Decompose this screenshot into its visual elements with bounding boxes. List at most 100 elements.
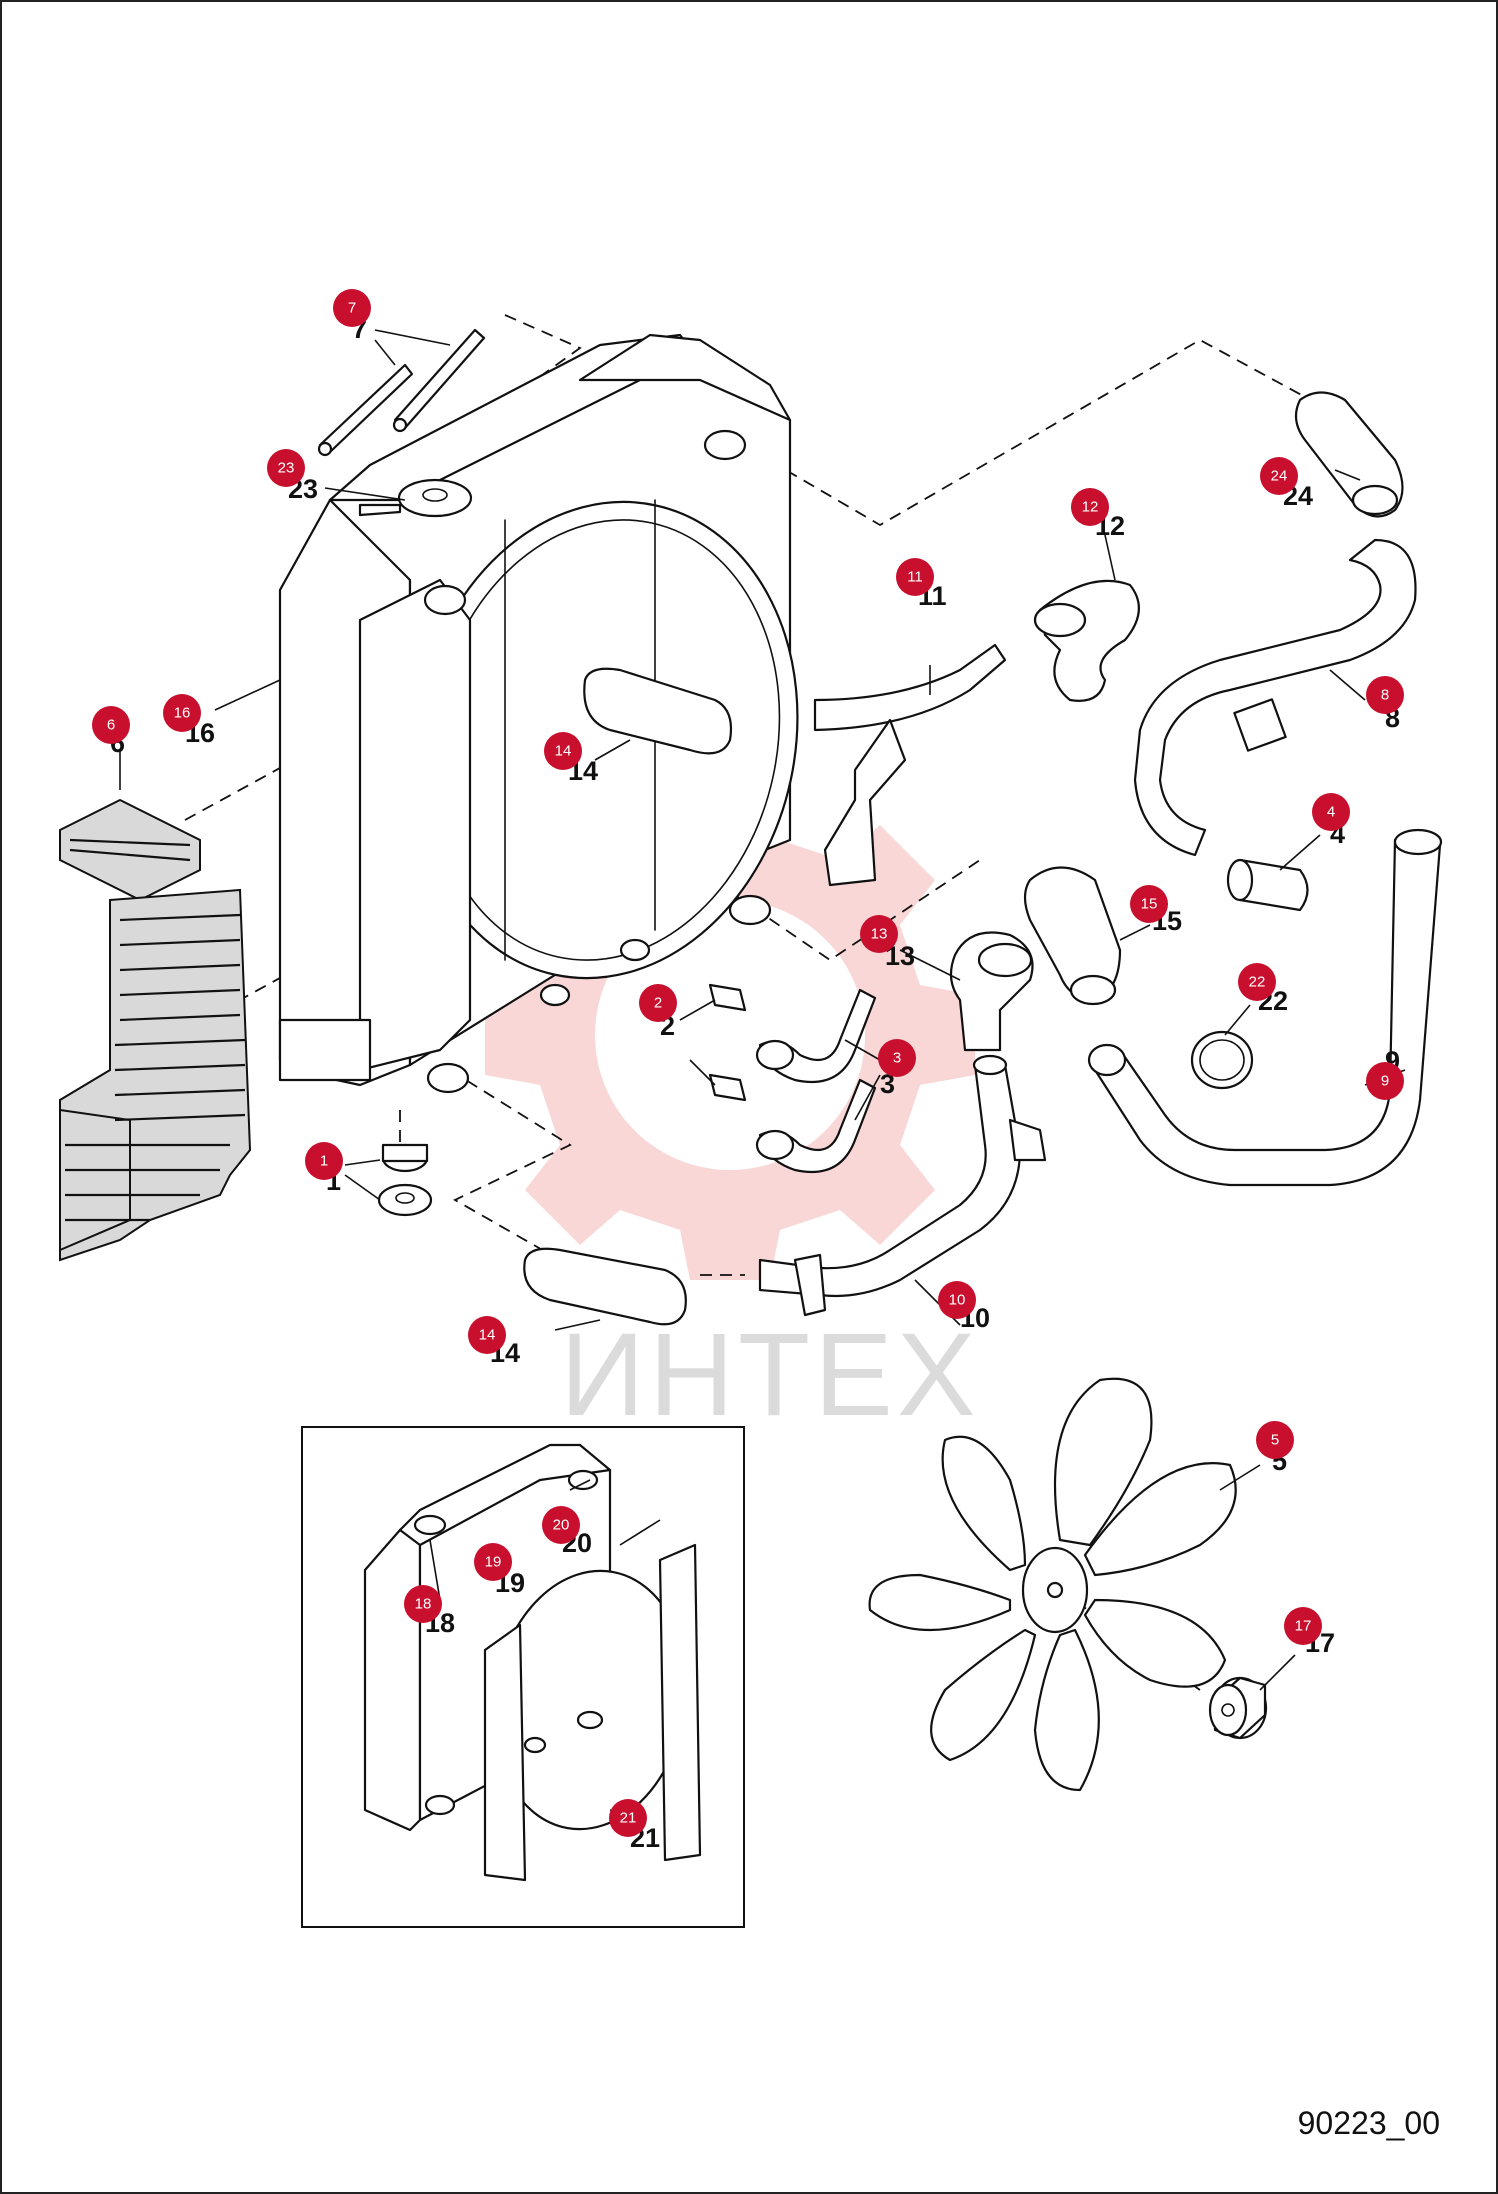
svg-text:13: 13 [871, 926, 888, 943]
svg-text:15: 15 [1141, 896, 1158, 913]
stay-rod-short [318, 363, 414, 454]
badge-14-upper[interactable]: 14 [544, 732, 582, 770]
grille-upper [59, 798, 201, 902]
bottom-inlet-stub [728, 894, 772, 926]
hose-12 [1038, 579, 1140, 702]
svg-text:12: 12 [1082, 499, 1099, 516]
shroud-side-plate [358, 578, 472, 1072]
hose-14-upper [583, 667, 733, 755]
fan-blade-7 [941, 1435, 1027, 1572]
badge-15[interactable]: 15 [1130, 885, 1168, 923]
grille-panel [59, 798, 252, 1262]
badge-6[interactable]: 6 [92, 706, 130, 744]
fan-blade-6 [868, 1573, 1012, 1631]
leader-lines [119, 329, 1406, 1821]
callout-numbers: 1 2 3 4 5 6 7 8 9 10 11 12 13 14 14 15 1… [110, 314, 1400, 1853]
inset-core [363, 1528, 422, 1832]
badge-18[interactable]: 18 [404, 1585, 442, 1623]
fan-blade-3 [1083, 1598, 1227, 1688]
radiator-bottom-frame [278, 1018, 372, 1082]
fan-5 [868, 1377, 1237, 1792]
callout-3: 3 [880, 1069, 895, 1099]
badge-9[interactable]: 9 [1366, 1062, 1404, 1100]
fan-blade-2 [1083, 1462, 1237, 1577]
svg-text:5: 5 [1271, 1432, 1279, 1449]
pipe-8-bracket [1233, 698, 1287, 752]
badge-1[interactable]: 1 [305, 1142, 343, 1180]
svg-text:19: 19 [485, 1554, 502, 1571]
badge-5[interactable]: 5 [1256, 1421, 1294, 1459]
svg-text:1: 1 [320, 1153, 328, 1170]
svg-text:10: 10 [949, 1292, 966, 1309]
badge-10[interactable]: 10 [938, 1281, 976, 1319]
svg-text:11: 11 [907, 569, 923, 586]
svg-text:2: 2 [654, 995, 662, 1012]
grille-slats [65, 838, 246, 1222]
pipe-9 [1093, 838, 1442, 1187]
svg-text:7: 7 [348, 300, 356, 317]
svg-text:8: 8 [1381, 687, 1389, 704]
badge-21[interactable]: 21 [609, 1799, 647, 1837]
fan-blade-4 [1033, 1628, 1100, 1792]
badge-24[interactable]: 24 [1260, 457, 1298, 495]
svg-text:4: 4 [1327, 804, 1335, 821]
adapter-2-lower [708, 1073, 747, 1102]
badge-22[interactable]: 22 [1238, 963, 1276, 1001]
svg-text:20: 20 [553, 1517, 570, 1534]
svg-text:16: 16 [174, 705, 191, 722]
badge-17[interactable]: 17 [1284, 1607, 1322, 1645]
radiator-assembly [278, 328, 799, 1217]
svg-text:3: 3 [893, 1050, 901, 1067]
fittings-2-3 [708, 983, 877, 1174]
inset-top [398, 1443, 612, 1547]
left-upper-stub [423, 584, 467, 616]
svg-text:22: 22 [1249, 974, 1266, 991]
adapter-2-upper [708, 983, 747, 1012]
top-outlet-stub [703, 429, 747, 461]
badge-3[interactable]: 3 [878, 1039, 916, 1077]
badge-20[interactable]: 20 [542, 1506, 580, 1544]
svg-text:21: 21 [620, 1810, 637, 1827]
badge-16[interactable]: 16 [163, 694, 201, 732]
mount-rubber-upper-body [381, 1143, 429, 1163]
svg-text:18: 18 [415, 1596, 432, 1613]
svg-text:9: 9 [1381, 1073, 1389, 1090]
badge-23[interactable]: 23 [267, 449, 305, 487]
svg-text:24: 24 [1271, 468, 1288, 485]
inset-shroud-plate [483, 1623, 527, 1882]
badge-11[interactable]: 11 [896, 558, 934, 596]
svg-text:14: 14 [479, 1327, 496, 1344]
mount-rubber-lower [377, 1183, 433, 1217]
inset-frame [301, 1426, 745, 1928]
badge-2[interactable]: 2 [639, 984, 677, 1022]
pipe-11-bracket [823, 718, 907, 887]
badge-13[interactable]: 13 [860, 915, 898, 953]
svg-text:14: 14 [555, 743, 572, 760]
inset-side-plate [658, 1543, 702, 1862]
pipe-8 [1133, 538, 1417, 857]
badge-19[interactable]: 19 [474, 1543, 512, 1581]
svg-text:23: 23 [278, 460, 295, 477]
callout-badges: 1 2 3 4 5 6 7 8 9 10 11 12 13 14 14 15 1… [92, 289, 1404, 1837]
badge-14-lower[interactable]: 14 [468, 1316, 506, 1354]
oil-port-2 [539, 983, 571, 1007]
badge-8[interactable]: 8 [1366, 676, 1404, 714]
pipe-11 [813, 643, 1007, 732]
svg-text:6: 6 [107, 717, 115, 734]
inset-radiator [363, 1443, 702, 1882]
badge-4[interactable]: 4 [1312, 793, 1350, 831]
hose-14-lower [523, 1247, 687, 1326]
fan-blade-5 [930, 1628, 1037, 1762]
pipe-10-bracket [1008, 1118, 1047, 1162]
oil-port-1 [619, 938, 651, 962]
badge-7[interactable]: 7 [333, 289, 371, 327]
badge-12[interactable]: 12 [1071, 488, 1109, 526]
watermark-text: ИНТЕХ [560, 1309, 980, 1441]
svg-text:17: 17 [1295, 1618, 1312, 1635]
spacer-17 [1208, 1676, 1268, 1740]
radiator-cap [397, 478, 473, 518]
left-lower-stub [426, 1062, 470, 1094]
drawing-reference: 90223_00 [1297, 2105, 1440, 2141]
